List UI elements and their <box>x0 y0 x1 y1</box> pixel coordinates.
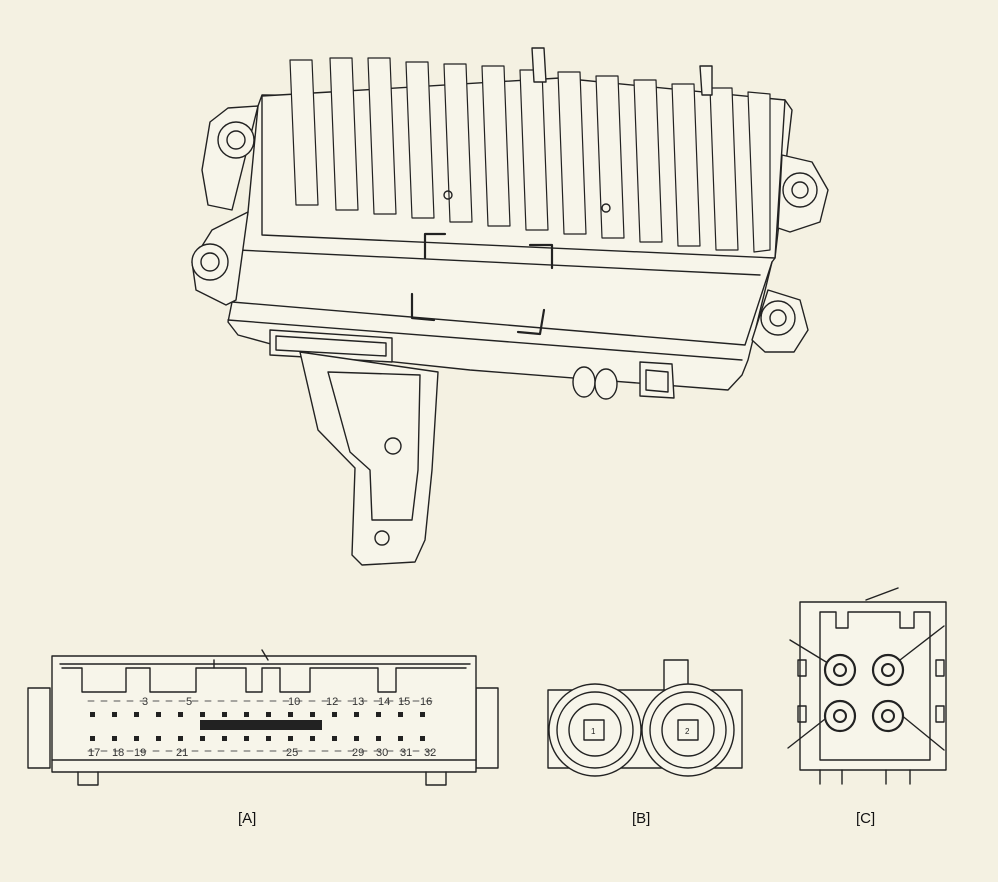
pin-19: 19 <box>134 747 146 759</box>
pin-12: 12 <box>326 696 338 708</box>
control-module <box>191 47 829 566</box>
pin-16: 16 <box>420 696 432 708</box>
connector-b-drawing: 1 2 <box>547 659 743 777</box>
terminal-2-label: 2 <box>685 727 690 736</box>
pin-10: 10 <box>288 696 300 708</box>
pin-21: 21 <box>176 747 188 759</box>
pin-31: 31 <box>400 747 412 759</box>
pin-29: 29 <box>352 747 364 759</box>
pin-30: 30 <box>376 747 388 759</box>
pin-25: 25 <box>286 747 298 759</box>
pin-18: 18 <box>112 747 124 759</box>
pin-13: 13 <box>352 696 364 708</box>
pin-32: 32 <box>424 747 436 759</box>
connector-c-label: [C] <box>856 810 876 827</box>
pin-14: 14 <box>378 696 390 708</box>
pin-17: 17 <box>88 747 100 759</box>
pin-3: 3 <box>142 696 148 708</box>
connector-b-label: [B] <box>632 810 651 827</box>
connector-a-label: [A] <box>238 810 257 827</box>
pin-5: 5 <box>186 696 192 708</box>
connector-c-drawing <box>787 587 947 785</box>
terminal-1-label: 1 <box>591 727 596 736</box>
connector-a-drawing: 3 5 10 12 13 14 15 16 17 18 19 21 25 29 … <box>27 649 499 786</box>
pin-15: 15 <box>398 696 410 708</box>
